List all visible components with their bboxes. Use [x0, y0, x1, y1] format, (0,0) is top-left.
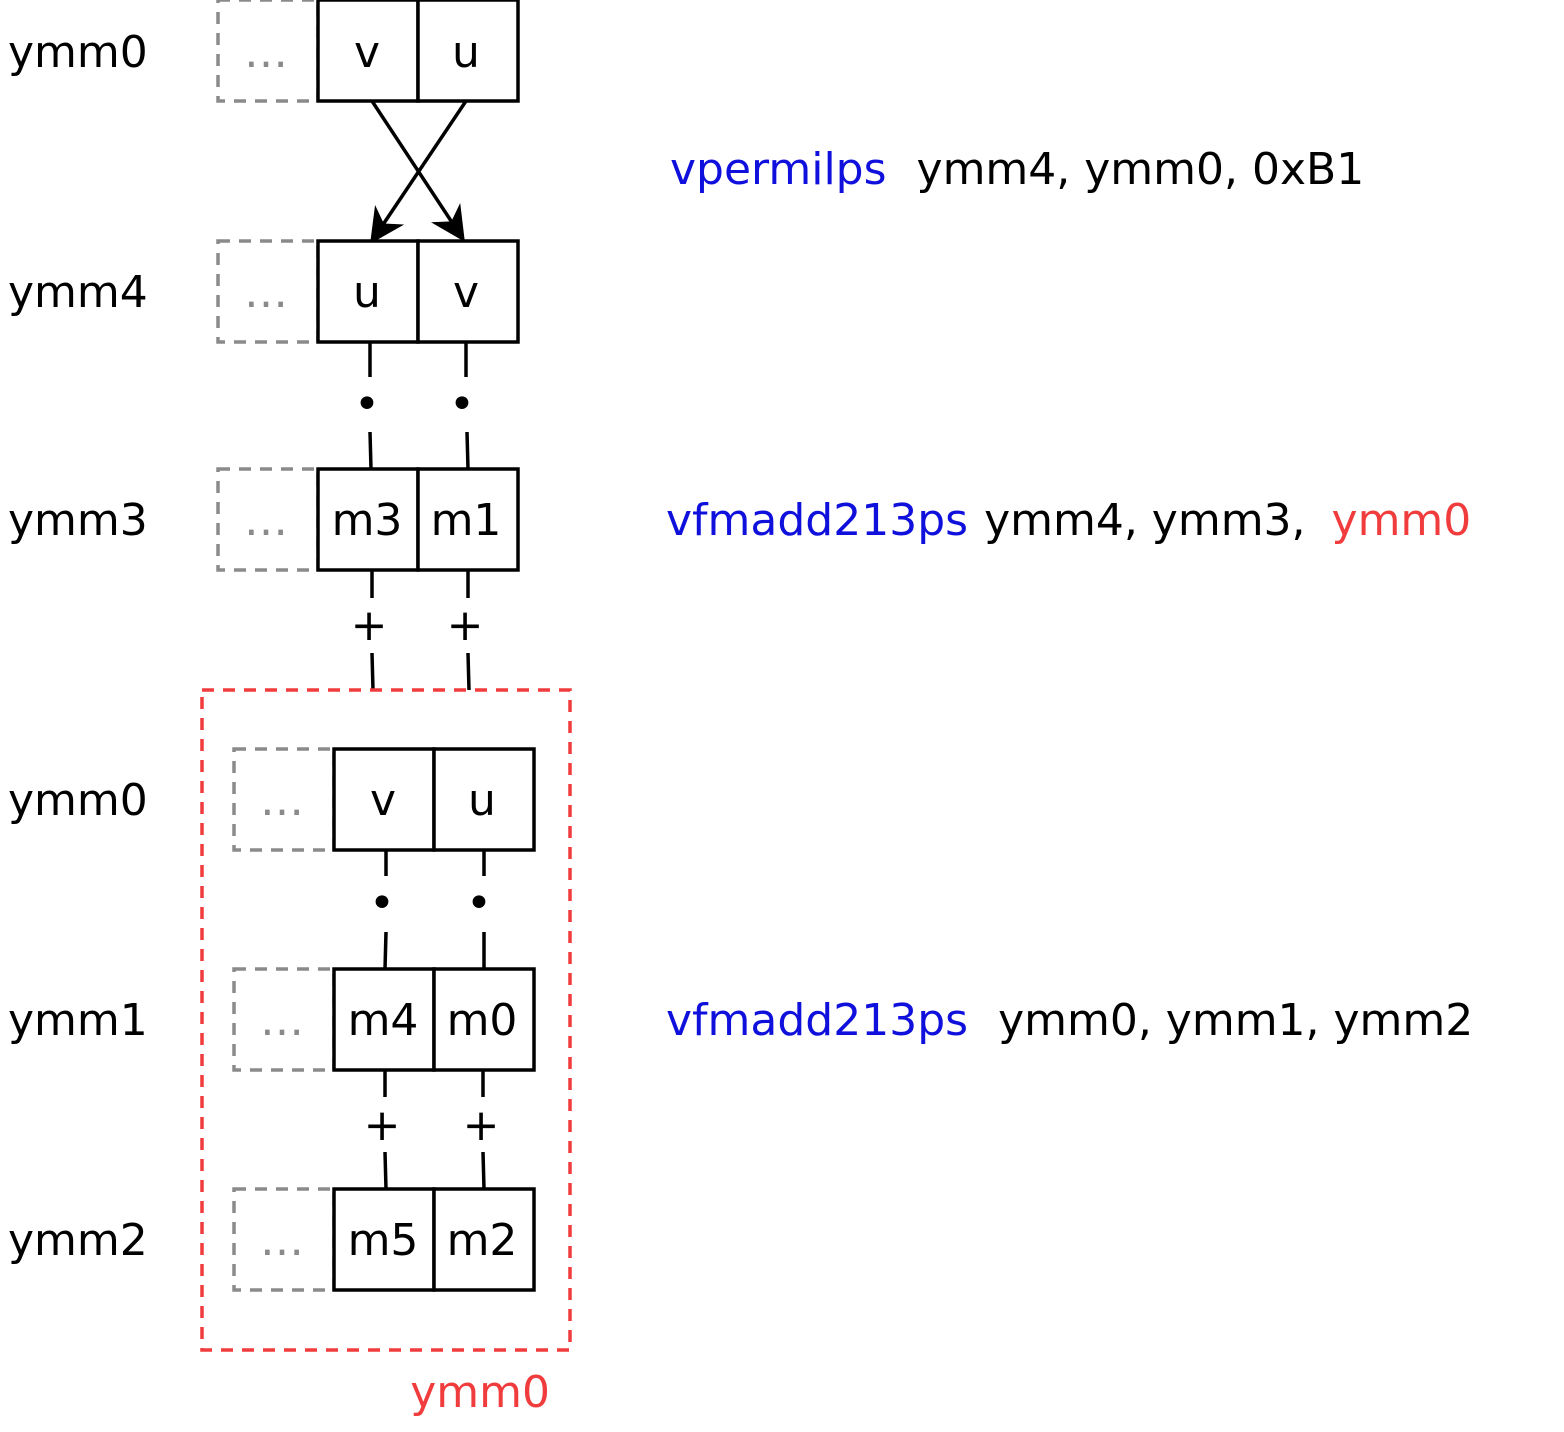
result-group-label: ymm0 — [410, 1367, 550, 1418]
register-ellipsis: … — [260, 1215, 304, 1266]
add-operator: + — [447, 600, 484, 651]
register-cell — [416, 0, 520, 103]
multiply-operator: • — [449, 379, 475, 430]
cell-value: m1 — [431, 495, 502, 546]
instruction-operands: ymm4, ymm0, 0xB1 — [917, 144, 1365, 195]
register-ellipsis: … — [244, 495, 288, 546]
instruction-operands: ymm4, ymm3, — [984, 495, 1319, 546]
instruction-vfmadd213ps-second: vfmadd213ps ymm0, ymm1, ymm2 — [666, 995, 1473, 1046]
cell-value: m5 — [348, 1215, 419, 1266]
cell-value: m3 — [332, 495, 403, 546]
cell-value: v — [354, 27, 380, 78]
instruction-mnemonic: vpermilps — [670, 144, 887, 195]
cell-value: m0 — [447, 995, 518, 1046]
permute-arrow — [370, 100, 465, 242]
register-cell — [316, 0, 420, 103]
register-label-ymm1: ymm1 — [8, 995, 148, 1046]
connector-line — [466, 652, 471, 691]
multiply-operator: • — [354, 379, 380, 430]
permute-arrow — [370, 100, 468, 244]
cell-value: v — [453, 267, 479, 318]
register-cell — [332, 1187, 436, 1292]
add-operator: + — [351, 600, 388, 651]
connector-line — [370, 652, 375, 691]
register-cell — [432, 967, 536, 1072]
connector-line — [368, 431, 373, 470]
register-cell — [332, 967, 436, 1072]
instruction-operands: ymm0, ymm1, ymm2 — [998, 995, 1473, 1046]
connector-line — [465, 431, 470, 470]
register-label-ymm0: ymm0 — [8, 27, 148, 78]
result-group-box — [200, 688, 572, 1352]
connector-line — [481, 1151, 486, 1190]
cell-value: m4 — [348, 995, 419, 1046]
multiply-operator: • — [466, 878, 492, 929]
cell-value: v — [370, 775, 396, 826]
add-operator: + — [364, 1100, 401, 1151]
register-ellipsis: … — [244, 267, 288, 318]
register-cell — [416, 239, 520, 344]
cell-value: u — [468, 775, 496, 826]
register-label-ymm3: ymm3 — [8, 495, 148, 546]
register-ellipsis: … — [260, 775, 304, 826]
connector-line — [383, 1151, 388, 1190]
register-label-ymm2: ymm2 — [8, 1215, 148, 1266]
register-cell — [316, 467, 420, 572]
add-operator: + — [463, 1100, 500, 1151]
register-label-ymm4: ymm4 — [8, 267, 148, 318]
connector-line — [383, 931, 388, 970]
cell-value: u — [452, 27, 480, 78]
cell-value: u — [353, 267, 381, 318]
register-cell — [432, 1187, 536, 1292]
register-cell — [332, 747, 436, 852]
multiply-operator: • — [369, 878, 395, 929]
instruction-destination-highlight: ymm0 — [1332, 495, 1472, 546]
register-ellipsis: … — [244, 27, 288, 78]
instruction-vfmadd213ps-first: vfmadd213ps ymm4, ymm3, ymm0 — [666, 495, 1471, 546]
cell-value: m2 — [447, 1215, 518, 1266]
instruction-vpermilps: vpermilps ymm4, ymm0, 0xB1 — [670, 144, 1364, 195]
instruction-mnemonic: vfmadd213ps — [666, 495, 968, 546]
register-ellipsis: … — [260, 995, 304, 1046]
instruction-mnemonic: vfmadd213ps — [666, 995, 968, 1046]
register-label-ymm0: ymm0 — [8, 775, 148, 826]
